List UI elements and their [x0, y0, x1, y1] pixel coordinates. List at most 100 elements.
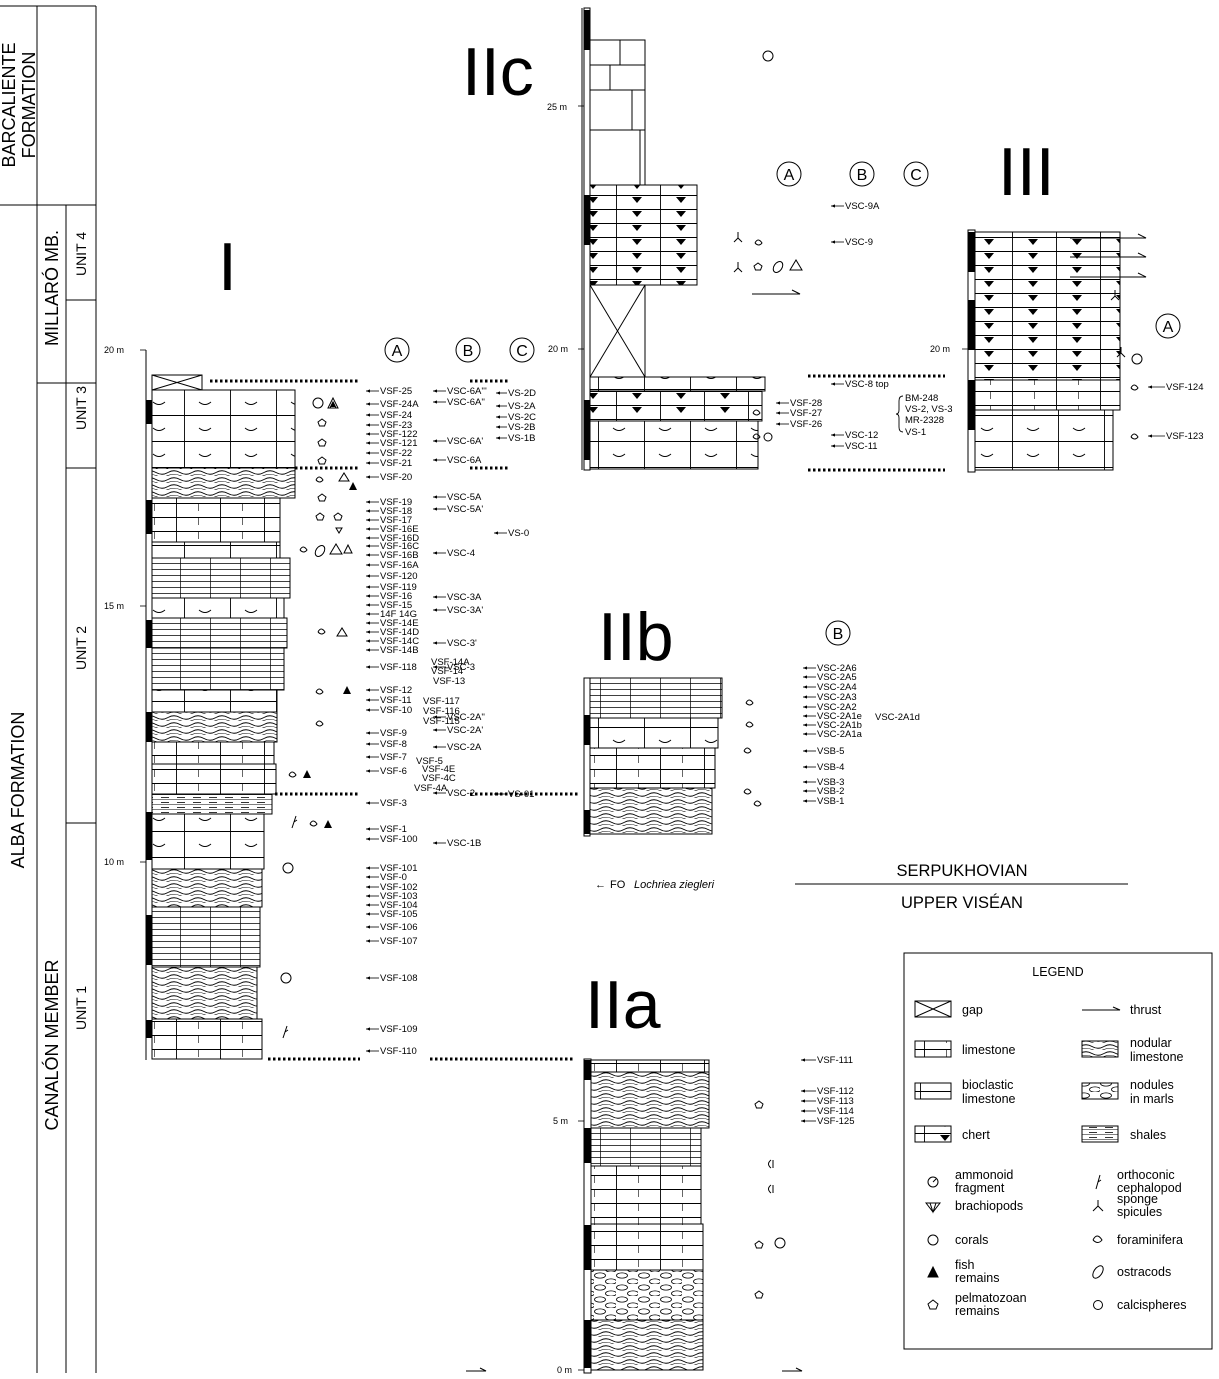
- legend-label: ostracods: [1117, 1265, 1171, 1279]
- scale-0m: 0 m: [557, 1365, 572, 1375]
- sample-label: VSC-4: [447, 548, 475, 559]
- fish-remains-filled: [303, 401, 357, 828]
- sample-label: VSF-7: [380, 752, 407, 763]
- sample-label: VSC-2A1a: [817, 729, 863, 740]
- letter-B: B: [857, 167, 868, 184]
- sample-label: VS-0: [508, 528, 529, 539]
- scale-5m: 5 m: [553, 1116, 568, 1126]
- section-I-title: I: [218, 229, 237, 305]
- sample-label: VSF-124: [1166, 382, 1204, 393]
- sample-label: VSC-11: [845, 441, 878, 452]
- legend-label: limestone: [1130, 1050, 1184, 1064]
- legend-label: ammonoid: [955, 1168, 1013, 1182]
- sample-label: VS-2A: [508, 401, 536, 412]
- sample-label: VS-1B: [508, 433, 535, 444]
- sample-label: VSF-4A: [414, 783, 448, 794]
- legend-label: foraminifera: [1117, 1233, 1183, 1247]
- sample-label: VSF-107: [380, 936, 418, 947]
- sample-label: VSF-106: [380, 922, 418, 933]
- limestone-icon: limestone: [915, 1041, 1016, 1057]
- sample-label: VSC-3A': [447, 605, 483, 616]
- sample-label: VSF-27: [790, 408, 822, 419]
- letter-A: A: [1163, 319, 1174, 336]
- sample-label: VSF-111: [817, 1055, 853, 1066]
- sample-label: VSC-9: [845, 237, 873, 248]
- legend-label: nodules: [1130, 1078, 1174, 1092]
- stage-lower: UPPER VISÉAN: [901, 893, 1023, 912]
- scale-10m: 10 m: [104, 857, 124, 867]
- sample-label: VSF-109: [380, 1024, 418, 1035]
- sample-label: VSB-5: [817, 746, 844, 757]
- samples-IIb: VSC-2A6VSC-2A5VSC-2A4VSC-2A3VSC-2A2VSC-2…: [803, 663, 920, 807]
- sample-label: VSC-1B: [447, 838, 481, 849]
- sample-label: VSB-1: [817, 796, 844, 807]
- column-section-I: 20 m 15 m 10 m: [104, 345, 295, 1060]
- svg-text:BARCALIENTE: BARCALIENTE: [0, 42, 19, 167]
- sample-label: VSF-21: [380, 458, 412, 469]
- legend-label: remains: [955, 1271, 999, 1285]
- sample-label: VSC-6A''': [447, 386, 487, 397]
- legend-label: fragment: [955, 1181, 1005, 1195]
- member-canalon: CANALÓN MEMBER: [41, 959, 62, 1130]
- sample-label: VSC-5A: [447, 492, 482, 503]
- sample-label: VSC-12: [845, 430, 878, 441]
- sample-label: VSF-26: [790, 419, 822, 430]
- sample-label: VSC-2A1d: [875, 712, 920, 723]
- stage-upper: SERPUKHOVIAN: [896, 862, 1027, 880]
- sample-label: VSF-24A: [380, 399, 419, 410]
- sample-label: VSF-120: [380, 571, 418, 582]
- legend-label: spicules: [1117, 1205, 1162, 1219]
- legend-title: LEGEND: [1032, 965, 1083, 979]
- samples-IIc: VSC-9AVSC-9VSC-8 topVSF-28VSF-27VSF-26VS…: [776, 201, 953, 452]
- unit-1-label: UNIT 1: [73, 986, 89, 1030]
- section-IIc-title: IIc: [462, 34, 534, 110]
- legend-label: pelmatozoan: [955, 1291, 1027, 1305]
- sample-label: VSF-25: [380, 386, 412, 397]
- sample-label: VSF-20: [380, 472, 412, 483]
- samples-I-vsf: VSF-25VSF-24AVSF-24VSF-23VSF-122VSF-121V…: [366, 386, 419, 1057]
- section-IIb-title: IIb: [598, 599, 674, 675]
- legend-label: remains: [955, 1304, 999, 1318]
- sample-label: VSC-6A': [447, 436, 483, 447]
- sample-label: VSC-6A'': [447, 397, 485, 408]
- legend-label: orthoconic: [1117, 1168, 1175, 1182]
- letter-B: B: [833, 626, 844, 643]
- column-section-IIc: 25 m 20 m: [547, 8, 765, 470]
- legend-label: thrust: [1130, 1003, 1162, 1017]
- sample-label: VSC-3: [447, 662, 475, 673]
- legend-label: bioclastic: [962, 1078, 1013, 1092]
- section-III-title: III: [998, 134, 1055, 210]
- section-IIa-title: IIa: [585, 967, 661, 1043]
- scale-20m: 20 m: [104, 345, 124, 355]
- letter-C: C: [516, 343, 528, 360]
- member-millaro: MILLARÓ MB.: [41, 230, 62, 346]
- legend-label: brachiopods: [955, 1199, 1023, 1213]
- column-section-III: 20 m: [930, 230, 1120, 472]
- sample-label: BM-248: [905, 393, 938, 404]
- sample-label: VSC-2: [447, 788, 475, 799]
- sample-label: VSF-9: [380, 728, 407, 739]
- fo-prefix: FO: [610, 879, 626, 891]
- formation-barcaliente: BARCALIENTE FORMATION: [0, 42, 39, 167]
- sample-label: VSC-2A': [447, 725, 483, 736]
- column-section-IIa: 5 m 0 m: [553, 1059, 709, 1375]
- unit-3-label: UNIT 3: [73, 386, 89, 430]
- fo-taxon: Lochriea ziegleri: [634, 879, 715, 891]
- sample-label: VSB-4: [817, 762, 844, 773]
- letter-A: A: [392, 343, 403, 360]
- svg-text:FORMATION: FORMATION: [19, 52, 39, 159]
- legend-label: corals: [955, 1233, 988, 1247]
- sample-label: VS-2B: [508, 422, 535, 433]
- formation-alba: ALBA FORMATION: [8, 712, 28, 869]
- sample-label: VSF-125: [817, 1116, 855, 1127]
- unit-4-label: UNIT 4: [73, 232, 89, 276]
- sample-label: VSF-100: [380, 834, 418, 845]
- sample-label: VSC-6A: [447, 455, 482, 466]
- legend-label: chert: [962, 1128, 990, 1142]
- legend-label: limestone: [962, 1043, 1016, 1057]
